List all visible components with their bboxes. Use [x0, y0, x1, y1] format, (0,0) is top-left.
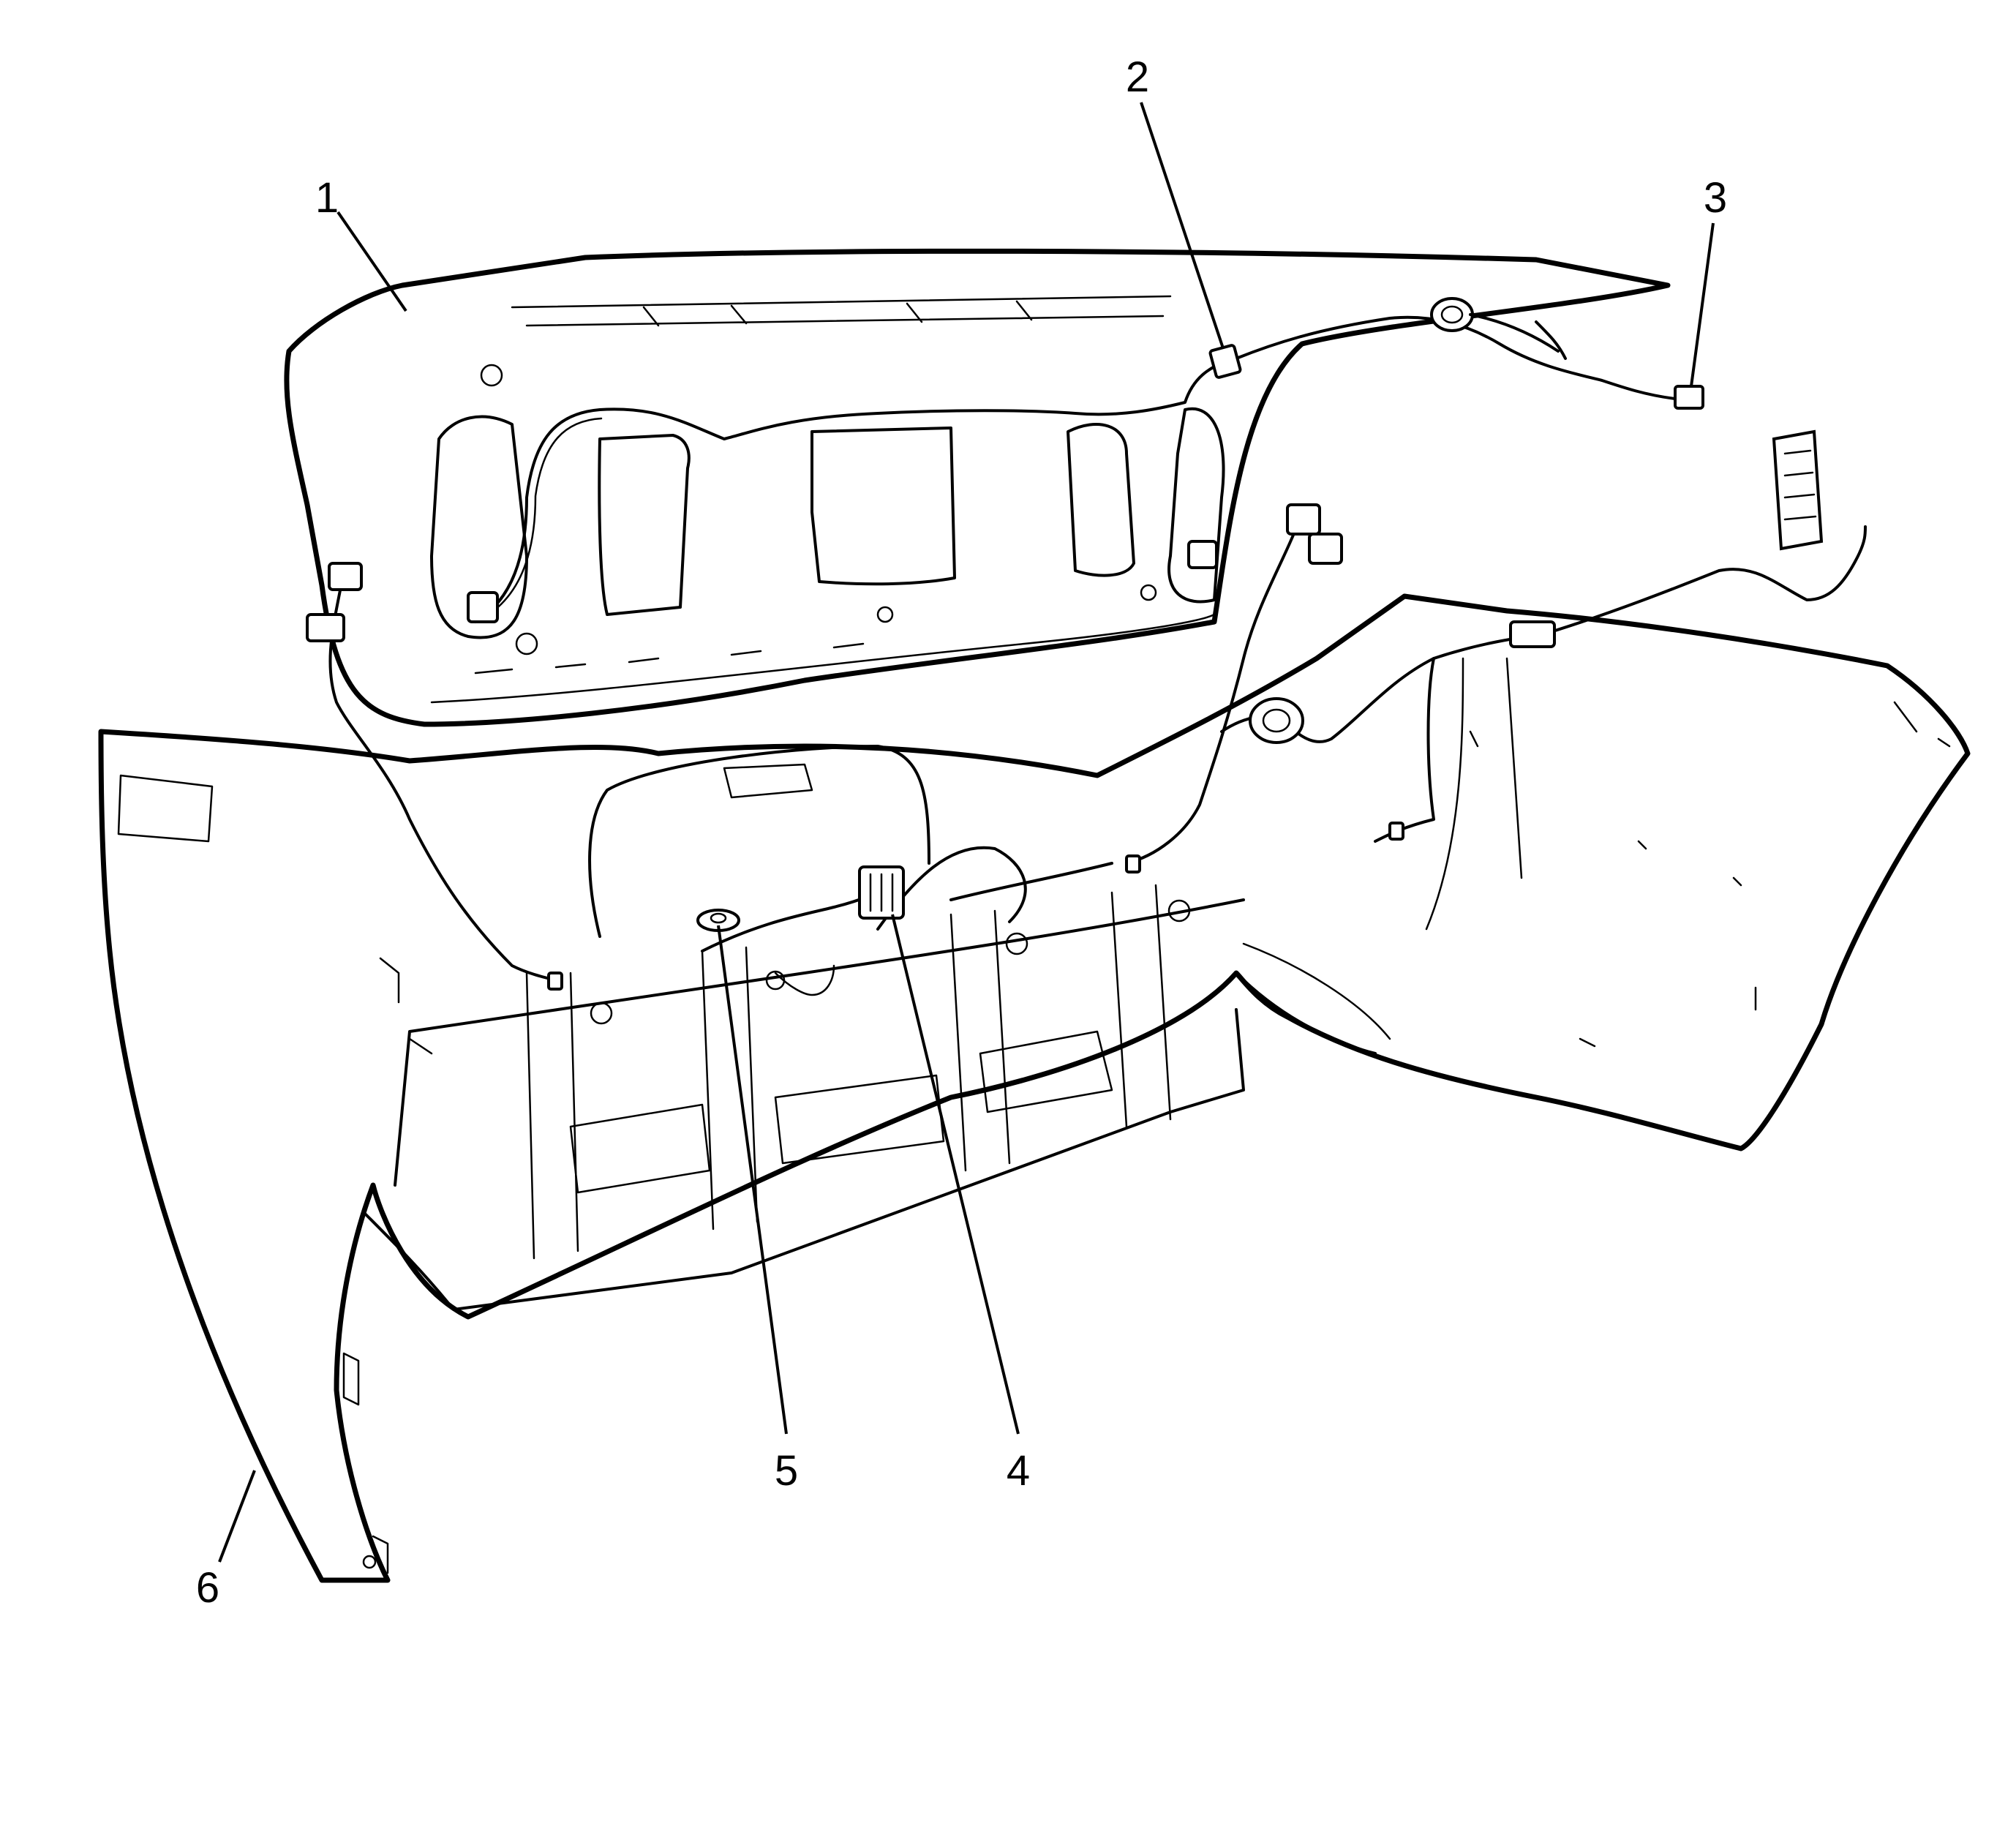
rear-bumper-fascia [98, 593, 1971, 1583]
wiring-harness [306, 297, 1867, 996]
callout-1: 1 [315, 174, 339, 222]
callout-2: 2 [1126, 53, 1149, 101]
callout-3: 3 [1704, 174, 1727, 222]
callout-labels: 1 2 3 4 5 6 [196, 53, 1727, 1612]
leader-line-3 [1690, 222, 1715, 387]
callout-6: 6 [196, 1564, 219, 1612]
leader-line-5 [717, 925, 788, 1435]
leader-line-2 [1140, 102, 1225, 349]
callout-5: 5 [775, 1447, 798, 1495]
leader-line-6 [218, 1470, 256, 1563]
leader-lines [218, 102, 1715, 1563]
leader-line-4 [891, 914, 1020, 1435]
leader-line-1 [336, 211, 407, 312]
callout-4: 4 [1007, 1447, 1030, 1495]
trunk-lid-panel [284, 248, 1671, 727]
